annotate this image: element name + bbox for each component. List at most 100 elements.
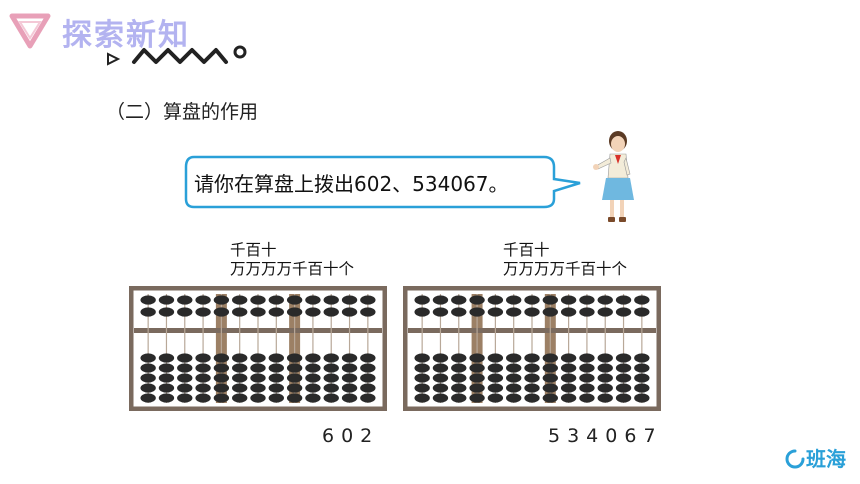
upper-bead: [268, 307, 284, 317]
upper-bead: [451, 295, 467, 305]
lower-bead: [305, 353, 321, 363]
lower-bead: [286, 383, 303, 393]
upper-bead: [140, 295, 156, 305]
lower-bead: [560, 373, 577, 383]
lower-bead: [634, 363, 650, 373]
brand-swirl-icon: [785, 449, 805, 469]
lower-bead: [542, 393, 558, 403]
upper-bead: [323, 307, 339, 317]
upper-bead: [232, 295, 248, 305]
lower-bead: [158, 373, 175, 383]
upper-bead: [615, 295, 632, 305]
upper-bead: [487, 307, 504, 317]
lower-bead: [634, 393, 650, 403]
lower-bead: [177, 393, 193, 403]
lower-bead: [177, 353, 193, 363]
lower-bead: [615, 383, 632, 393]
zigzag-decoration-icon: [107, 45, 247, 66]
lower-bead: [506, 393, 522, 403]
upper-bead: [634, 295, 650, 305]
upper-bead: [432, 295, 449, 305]
lower-bead: [579, 363, 595, 373]
upper-bead: [341, 307, 358, 317]
lower-bead: [432, 383, 449, 393]
upper-bead: [195, 307, 211, 317]
lower-bead: [305, 363, 321, 373]
lower-bead: [341, 393, 358, 403]
lower-bead: [615, 373, 632, 383]
upper-bead: [414, 295, 430, 305]
upper-bead: [524, 295, 540, 305]
lower-bead: [542, 383, 558, 393]
lower-bead: [524, 363, 540, 373]
lower-bead: [634, 383, 650, 393]
lower-bead: [286, 373, 303, 383]
lower-bead: [177, 363, 193, 373]
lower-bead: [213, 353, 230, 363]
upper-bead: [250, 295, 266, 305]
lower-bead: [286, 353, 303, 363]
lower-bead: [414, 383, 430, 393]
lower-bead: [268, 393, 284, 403]
upper-bead: [286, 295, 303, 305]
lower-bead: [469, 363, 485, 373]
upper-bead: [140, 307, 156, 317]
upper-bead: [268, 295, 284, 305]
upper-bead: [360, 295, 376, 305]
upper-bead: [487, 295, 504, 305]
bubble-text: 请你在算盘上拨出602、534067。: [194, 172, 509, 196]
lower-bead: [579, 393, 595, 403]
upper-bead: [177, 295, 193, 305]
lower-bead: [341, 353, 358, 363]
lower-bead: [195, 373, 211, 383]
upper-bead: [432, 307, 449, 317]
lower-bead: [542, 363, 558, 373]
lower-bead: [560, 353, 577, 363]
lower-bead: [615, 353, 632, 363]
lower-bead: [560, 393, 577, 403]
lower-bead: [597, 363, 613, 373]
brand-logo: 班海: [784, 443, 846, 472]
lower-bead: [323, 373, 339, 383]
upper-bead: [158, 295, 175, 305]
lower-bead: [414, 353, 430, 363]
lower-bead: [195, 363, 211, 373]
upper-bead: [414, 307, 430, 317]
upper-bead: [360, 307, 376, 317]
lower-bead: [524, 393, 540, 403]
lower-bead: [195, 393, 211, 403]
lower-bead: [286, 363, 303, 373]
lower-bead: [579, 373, 595, 383]
lower-bead: [360, 383, 376, 393]
lower-bead: [469, 383, 485, 393]
lower-bead: [232, 383, 248, 393]
lower-bead: [451, 383, 467, 393]
lower-bead: [469, 353, 485, 363]
lower-bead: [506, 363, 522, 373]
upper-bead: [506, 307, 522, 317]
lower-bead: [579, 353, 595, 363]
lower-bead: [323, 363, 339, 373]
lower-bead: [158, 353, 175, 363]
lower-bead: [232, 373, 248, 383]
lower-bead: [469, 373, 485, 383]
lower-bead: [158, 393, 175, 403]
upper-bead: [597, 295, 613, 305]
lower-bead: [140, 353, 156, 363]
lower-bead: [451, 393, 467, 403]
upper-bead: [560, 295, 577, 305]
lower-bead: [268, 353, 284, 363]
lower-bead: [414, 363, 430, 373]
lower-bead: [305, 383, 321, 393]
lower-bead: [341, 373, 358, 383]
lower-bead: [542, 353, 558, 363]
lower-bead: [560, 383, 577, 393]
lower-bead: [232, 363, 248, 373]
upper-bead: [634, 307, 650, 317]
lower-bead: [360, 393, 376, 403]
upper-bead: [177, 307, 193, 317]
lower-bead: [360, 373, 376, 383]
lower-bead: [213, 393, 230, 403]
lower-bead: [140, 383, 156, 393]
right-abacus-number: 534067: [548, 425, 663, 447]
